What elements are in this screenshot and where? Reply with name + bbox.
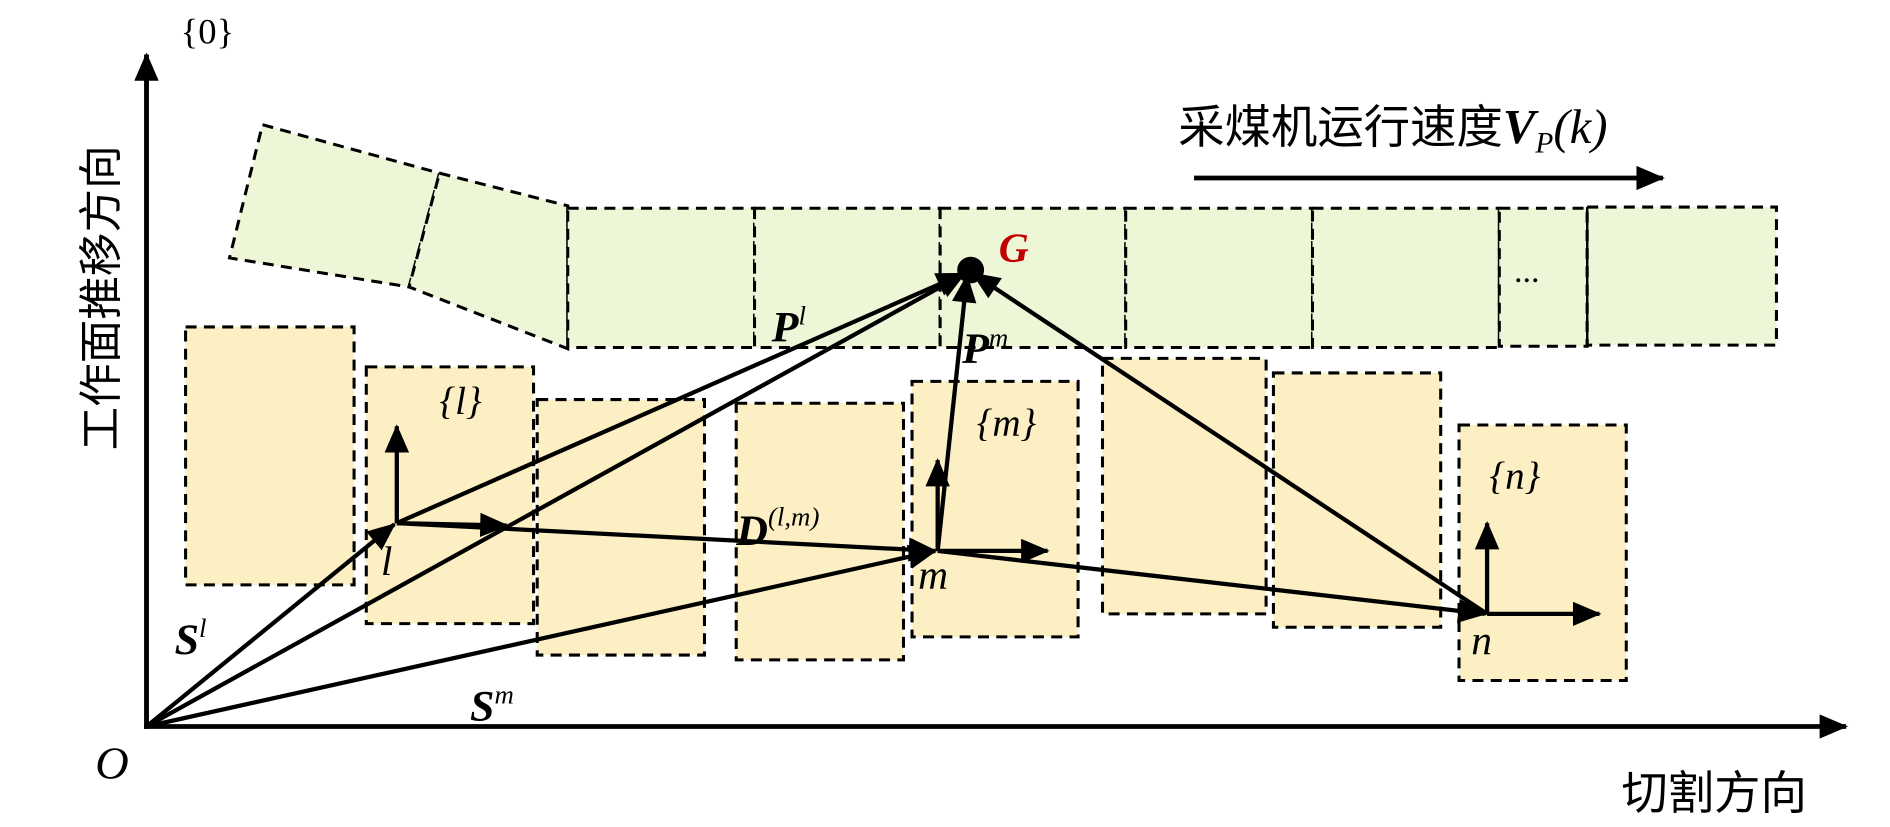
coal-wall-ellipsis: ... <box>1514 253 1540 290</box>
x-axis-label: 切割方向 <box>1621 766 1807 820</box>
support-block <box>1100 356 1268 616</box>
vector-P-l <box>395 271 966 526</box>
shearer-speed-arg: (k) <box>1553 100 1607 154</box>
coal-block <box>1585 205 1778 347</box>
frame-l-x-arrow <box>396 512 509 538</box>
vector-P-m-label: Pm <box>961 322 1008 373</box>
target-point-G <box>957 256 985 284</box>
coal-block <box>1310 206 1501 350</box>
vector-S-l <box>145 522 396 729</box>
vector-P-m <box>935 274 977 552</box>
frame-l-label: {l} <box>440 380 483 423</box>
shearer-speed-sub: P <box>1534 128 1553 160</box>
support-block <box>1271 371 1443 629</box>
hydraulic-supports <box>184 325 1628 683</box>
shearer-speed-label: 采煤机运行速度VP(k) <box>1178 100 1607 159</box>
point-l-label: l <box>381 538 393 584</box>
frame-n-label: {n} <box>1490 455 1541 498</box>
target-label-G: G <box>999 225 1029 271</box>
support-block <box>535 398 707 657</box>
coal-block <box>566 206 757 350</box>
shearer-speed-var: V <box>1503 100 1539 154</box>
vector-D-lm-label: D(l,m) <box>735 502 819 555</box>
vector-S-m-label: Sm <box>470 680 514 731</box>
support-block <box>734 401 906 662</box>
frame-m-label: {m} <box>977 402 1037 445</box>
support-block <box>184 325 356 587</box>
coal-block <box>227 122 442 289</box>
vector-n-G <box>971 271 1489 616</box>
coal-block <box>1124 206 1315 350</box>
y-axis-label: 工作面推移方向 <box>76 145 127 450</box>
shearer-speed-text: 采煤机运行速度 <box>1178 100 1503 154</box>
coal-block <box>1497 206 1589 348</box>
coal-block <box>407 171 570 351</box>
vector-S-l-label: Sl <box>175 613 207 664</box>
vector-P-l-label: Pl <box>771 301 806 352</box>
point-n-label: n <box>1471 617 1492 663</box>
support-block <box>364 365 536 626</box>
vector-O-G <box>145 271 967 729</box>
point-m-label: m <box>918 552 948 598</box>
base-frame-label: {0} <box>181 12 234 52</box>
origin-label: O <box>95 738 128 789</box>
coal-wall <box>227 122 1778 351</box>
vector-S-m <box>146 544 938 729</box>
